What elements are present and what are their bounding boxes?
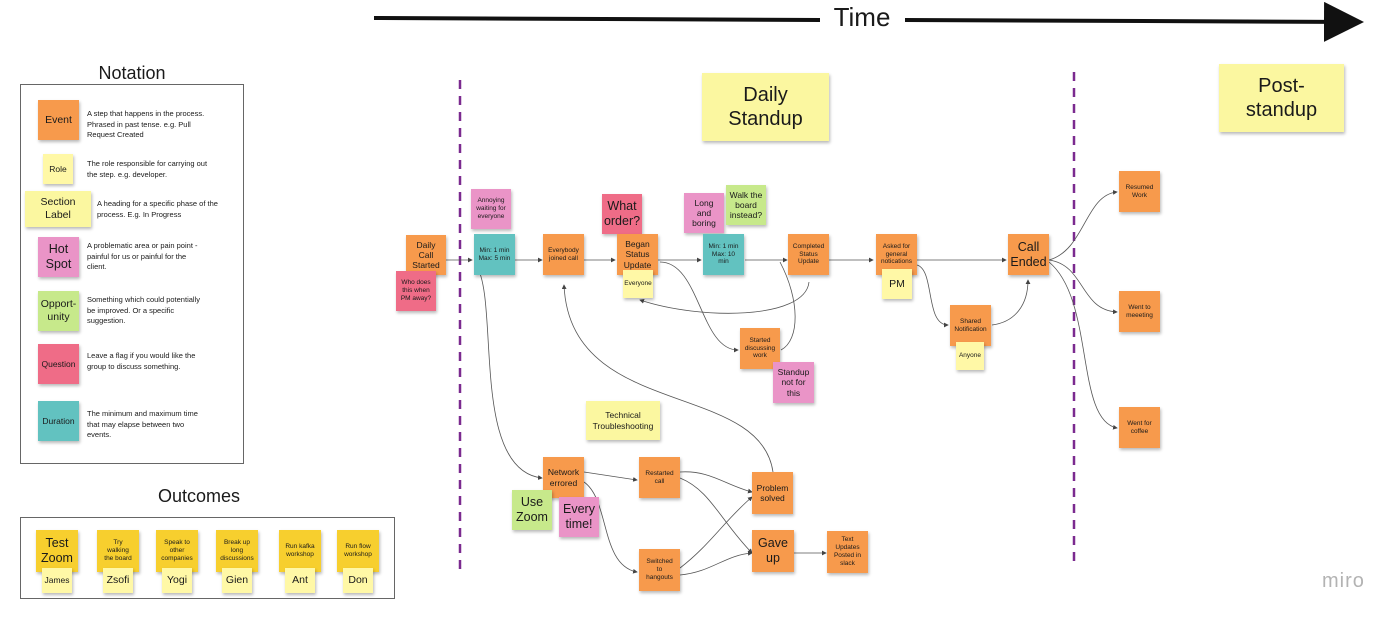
event-shared-notification: Shared Notification bbox=[950, 305, 991, 346]
event-call-ended: Call Ended bbox=[1008, 234, 1049, 275]
legend-question-desc: Leave a flag if you would like the group… bbox=[87, 351, 196, 371]
duration-1: Min: 1 min Max: 5 min bbox=[474, 234, 515, 275]
event-went-to-meeting: Went to meeeting bbox=[1119, 291, 1160, 332]
legend-hotspot-note: Hot Spot bbox=[38, 237, 79, 277]
notation-panel: Event A step that happens in the process… bbox=[20, 84, 244, 464]
event-gave-up: Gave up bbox=[752, 530, 794, 572]
legend-opportunity-note: Opport- unity bbox=[38, 291, 79, 331]
outcome-owner-note: Yogi bbox=[162, 568, 192, 593]
question-what-order: What order? bbox=[602, 194, 642, 234]
legend-event-note: Event bbox=[38, 100, 79, 140]
role-everyone: Everyone bbox=[623, 270, 653, 298]
event-asked-general-notifications: Asked for general notications bbox=[876, 234, 917, 275]
outcomes-title: Outcomes bbox=[157, 486, 241, 506]
event-restarted-call: Restarted call bbox=[639, 457, 680, 498]
legend-event-desc: A step that happens in the process. Phra… bbox=[87, 109, 205, 139]
legend-hotspot-desc: A problematic area or pain point - painf… bbox=[87, 241, 198, 271]
section-technical-troubleshooting: Technical Troubleshooting bbox=[586, 401, 660, 440]
outcome-owner-note: James bbox=[42, 568, 72, 593]
time-arrow-right bbox=[904, 1, 1364, 42]
hotspot-every-time: Every time! bbox=[559, 497, 599, 537]
outcome-owner-note: Gien bbox=[222, 568, 252, 593]
outcome-action-note: Run flow workshop bbox=[337, 530, 379, 572]
opportunity-walk-board: Walk the board instead? bbox=[726, 185, 766, 225]
outcome-action-note: Try walking the board bbox=[97, 530, 139, 572]
legend-role-note: Role bbox=[43, 154, 73, 184]
event-problem-solved: Problem solved bbox=[752, 472, 793, 514]
outcomes-panel: Test Zoom James Try walking the board Zs… bbox=[20, 517, 395, 599]
outcome-owner-note: Don bbox=[343, 568, 373, 593]
notation-title: Notation bbox=[98, 63, 166, 83]
legend-duration-note: Duration bbox=[38, 401, 79, 441]
outcome-action-note: Test Zoom bbox=[36, 530, 78, 572]
event-started-discussing-work: Started discussing work bbox=[740, 328, 780, 369]
legend-question-note: Question bbox=[38, 344, 79, 384]
event-daily-call-started: Daily Call Started bbox=[406, 235, 446, 275]
section-post-standup: Post- standup bbox=[1219, 64, 1344, 132]
outcome-owner-note: Ant bbox=[285, 568, 315, 593]
outcome-owner-note: Zsofi bbox=[103, 568, 133, 593]
event-everybody-joined: Everybody joined call bbox=[543, 234, 584, 275]
outcome-action-note: Speak to other companies bbox=[156, 530, 198, 572]
legend-section-note: Section Label bbox=[25, 191, 91, 227]
legend-section-desc: A heading for a specific phase of the pr… bbox=[97, 199, 218, 219]
time-label: Time bbox=[833, 2, 891, 32]
event-resumed-work: Resumed Work bbox=[1119, 171, 1160, 212]
role-pm: PM bbox=[882, 269, 912, 299]
time-arrow-left bbox=[373, 16, 821, 22]
event-text-updates-slack: Text Updates Posted in slack bbox=[827, 531, 868, 573]
hotspot-long-boring: Long and boring bbox=[684, 193, 724, 233]
event-switched-to-hangouts: Switched to hangouts bbox=[639, 549, 680, 591]
legend-opportunity-desc: Something which could potentially be imp… bbox=[87, 295, 200, 325]
hotspot-annoying-waiting: Annoying waiting for everyone bbox=[471, 189, 511, 229]
hotspot-standup-not-for-this: Standup not for this bbox=[773, 362, 814, 403]
question-who-does-this: Who does this when PM away? bbox=[396, 271, 436, 311]
event-went-for-coffee: Went for coffee bbox=[1119, 407, 1160, 448]
outcome-action-note: Run kafka workshop bbox=[279, 530, 321, 572]
duration-2: Min: 1 min Max: 10 min bbox=[703, 234, 744, 275]
miro-logo: miro bbox=[1322, 570, 1365, 592]
outcome-action-note: Break up long discussions bbox=[216, 530, 258, 572]
legend-role-desc: The role responsible for carrying out th… bbox=[87, 159, 208, 179]
role-anyone: Anyone bbox=[956, 342, 984, 370]
opportunity-use-zoom: Use Zoom bbox=[512, 490, 552, 530]
section-daily-standup: Daily Standup bbox=[702, 73, 829, 141]
event-began-status-update: Began Status Update bbox=[617, 234, 658, 275]
legend-duration-desc: The minimum and maximum time that may el… bbox=[87, 409, 198, 439]
event-completed-status-update: Completed Status Update bbox=[788, 234, 829, 275]
